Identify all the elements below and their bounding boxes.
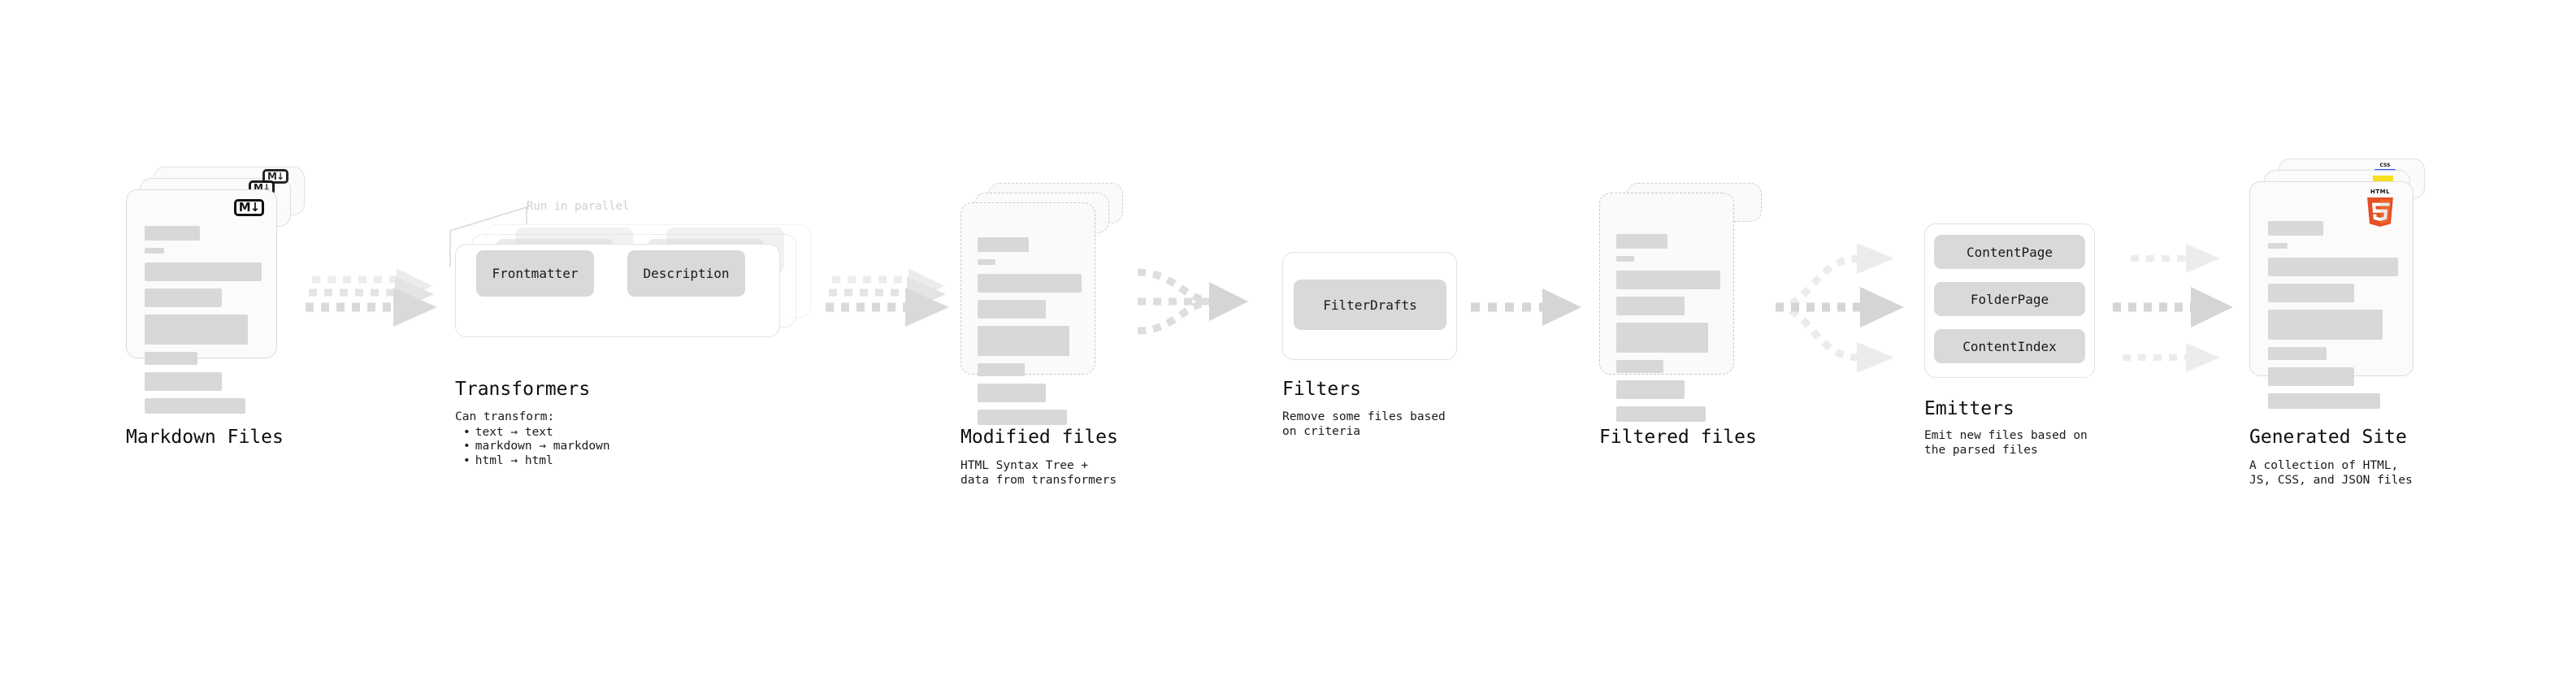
content-bar <box>2268 221 2323 236</box>
filter-chip-filterdrafts-text: FilterDrafts <box>1323 297 1417 313</box>
stage-filters: FilterDrafts <box>1282 252 1461 366</box>
content-bar <box>978 237 1029 252</box>
content-bar <box>1616 380 1685 399</box>
file-card-front <box>126 189 277 414</box>
file-content-bars <box>978 237 1082 425</box>
file-content-bars <box>145 226 262 414</box>
file-content-bars <box>2268 221 2398 409</box>
content-bar <box>2268 310 2383 340</box>
label-generated-site: Generated Site <box>2249 427 2407 448</box>
label-emitters: Emitters <box>1924 398 2014 419</box>
content-bar <box>145 262 262 281</box>
content-bar <box>1616 271 1720 289</box>
content-bar <box>2268 393 2380 409</box>
content-bar <box>978 300 1047 319</box>
content-bar <box>978 410 1068 425</box>
content-bar <box>145 398 245 414</box>
transformer-chip-description[interactable]: Description <box>627 250 745 297</box>
content-bar <box>2268 347 2327 360</box>
label-filters: Filters <box>1282 379 1361 400</box>
css-badge-text: CSS <box>2379 163 2391 168</box>
content-bar <box>145 288 223 307</box>
filtered-file-stack <box>1599 183 1802 422</box>
content-bar <box>978 384 1047 402</box>
file-content-bars <box>1616 234 1720 422</box>
connector-emitters-to-site <box>2113 244 2233 372</box>
transformers-capability-item: html → html <box>463 454 610 469</box>
label-markdown-files: Markdown Files <box>126 427 284 448</box>
label-modified-files: Modified files <box>961 427 1118 448</box>
content-bar <box>978 326 1069 356</box>
emitter-chip-folderpage[interactable]: FolderPage <box>1934 282 2085 316</box>
content-bar <box>145 372 223 391</box>
emitter-chip-folderpage-text: FolderPage <box>1970 291 2049 307</box>
transformers-capability-item: text → text <box>463 426 610 440</box>
content-bar <box>978 274 1082 293</box>
transformers-description: Can transform: text → text markdown → ma… <box>455 410 610 469</box>
modified-files-description: HTML Syntax Tree + data from transformer… <box>961 459 1117 487</box>
content-bar <box>145 248 164 254</box>
content-bar <box>145 226 200 241</box>
stage-markdown-files: M↓ M↓ M↓ <box>126 167 329 414</box>
modified-file-stack <box>961 183 1164 425</box>
emitter-chip-contentindex[interactable]: ContentIndex <box>1934 329 2085 363</box>
markdown-badge-back-2-text: M↓ <box>267 171 284 182</box>
content-bar <box>2268 243 2288 249</box>
markdown-file-stack: M↓ M↓ M↓ <box>126 167 329 414</box>
markdown-badge: M↓ <box>234 199 264 216</box>
markdown-badge-back-2: M↓ <box>262 169 288 184</box>
content-bar <box>145 352 197 365</box>
emitter-chip-contentpage[interactable]: ContentPage <box>1934 235 2085 269</box>
stage-transformers: Run in parallel Frontmatter Description … <box>445 192 852 362</box>
content-bar <box>1616 234 1667 249</box>
filters-description: Remove some files based on criteria <box>1282 410 1446 438</box>
html5-badge: HTML <box>2366 189 2395 228</box>
markdown-badge-text: M↓ <box>238 200 260 215</box>
content-bar <box>2268 284 2354 302</box>
file-card-front <box>961 202 1095 425</box>
html5-badge-word: HTML <box>2370 189 2391 195</box>
transformer-chip-frontmatter[interactable]: Frontmatter <box>476 250 594 297</box>
file-card-front <box>1599 193 1734 422</box>
label-filtered-files: Filtered files <box>1599 427 1757 448</box>
content-bar <box>978 363 1025 376</box>
content-bar <box>145 314 248 345</box>
connector-filters-to-filtered <box>1471 288 1581 326</box>
stage-generated-site: CSS HTML <box>2249 158 2477 409</box>
stage-modified-files <box>961 183 1164 425</box>
content-bar <box>1616 323 1708 353</box>
stage-emitters: ContentPage FolderPage ContentIndex <box>1924 223 2111 386</box>
content-bar <box>1616 406 1706 422</box>
content-bar <box>2268 258 2398 276</box>
transformers-capability-item: markdown → markdown <box>463 440 610 454</box>
transformers-capability-list: text → text markdown → markdown html → h… <box>455 426 610 469</box>
emitter-chip-contentindex-text: ContentIndex <box>1962 338 2057 354</box>
emitter-chip-contentpage-text: ContentPage <box>1967 244 2053 260</box>
transformer-chip-description-text: Description <box>643 266 730 281</box>
content-bar <box>1616 360 1663 373</box>
content-bar <box>1616 297 1685 315</box>
emitters-description: Emit new files based on the parsed files <box>1924 429 2088 457</box>
stage-filtered-files <box>1599 183 1802 422</box>
filter-chip-filterdrafts[interactable]: FilterDrafts <box>1294 280 1446 330</box>
generated-file-stack: CSS HTML <box>2249 158 2477 409</box>
html5-shield-icon <box>2367 197 2393 227</box>
content-bar <box>2268 367 2354 386</box>
content-bar <box>978 259 995 265</box>
transformers-description-lead: Can transform: <box>455 410 555 423</box>
generated-site-description: A collection of HTML, JS, CSS, and JSON … <box>2249 459 2413 487</box>
transformer-chip-frontmatter-text: Frontmatter <box>492 266 579 281</box>
content-bar <box>1616 256 1634 262</box>
run-in-parallel-label: Run in parallel <box>527 200 630 213</box>
label-transformers: Transformers <box>455 379 591 400</box>
connector-markdown-to-transformers <box>306 268 437 327</box>
